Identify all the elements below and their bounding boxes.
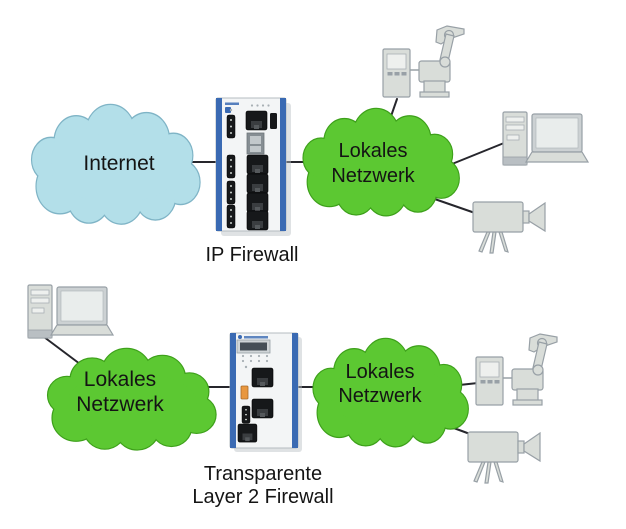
internet-label: Internet [83, 152, 154, 175]
bottom-diagram: Lokales Netzwerk [27, 284, 558, 508]
sfp-module-icon [246, 132, 265, 155]
led-strip-icon [226, 204, 236, 229]
usb-slot-icon [240, 385, 249, 400]
lan-cloud-top-icon [302, 107, 461, 217]
layer2-firewall-label-line2: Layer 2 Firewall [192, 486, 333, 508]
camera-bottom [467, 431, 541, 484]
led-strip-icon [241, 405, 251, 424]
ip-firewall-label: IP Firewall [206, 244, 299, 266]
brand-logo [225, 102, 239, 113]
lan-bottom-right-label-line2: Netzwerk [338, 385, 422, 407]
top-diagram: Internet Lokales Netzwerk [30, 25, 589, 266]
link-computer-lan-left [43, 336, 81, 365]
lan-top-label-line2: Netzwerk [331, 165, 415, 187]
ethernet-port-icon [246, 192, 269, 213]
camera-top [472, 201, 546, 254]
layer2-firewall-device [229, 332, 302, 452]
pc-set-bottom [27, 284, 114, 339]
led-strip-icon [226, 114, 236, 139]
lan-top-label-line1: Lokales [339, 140, 408, 162]
lcd-display [236, 339, 271, 354]
lan-bottom-left-label-line2: Netzwerk [76, 393, 164, 416]
ethernet-port-icon [245, 110, 268, 131]
ethernet-port-icon [246, 210, 269, 231]
ethernet-port-icon [246, 173, 269, 194]
pc-set-top [502, 111, 589, 166]
status-led-dots [241, 354, 269, 369]
slot-icon [270, 113, 277, 129]
ethernet-port-icon [246, 154, 269, 175]
ethernet-port-icon [251, 398, 274, 419]
led-strip-icon [226, 180, 236, 205]
brand-logo [238, 335, 268, 339]
led-strip-icon [226, 154, 236, 179]
link-lan-computer [451, 142, 505, 165]
ip-firewall-device [215, 97, 291, 236]
ethernet-port-icon [237, 423, 258, 443]
status-led-dots [229, 104, 270, 112]
lan-bottom-right-label-line1: Lokales [346, 361, 415, 383]
lan-bottom-left-label-line1: Lokales [84, 368, 156, 391]
layer2-firewall-label-line1: Transparente [204, 463, 322, 485]
robot-set-bottom [475, 333, 558, 406]
ethernet-port-icon [251, 367, 274, 388]
robot-set-top [382, 25, 465, 98]
